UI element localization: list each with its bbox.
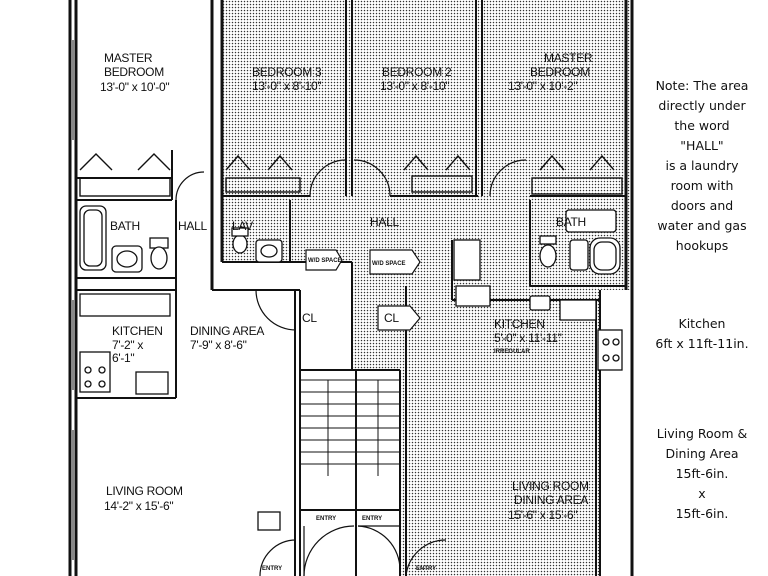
living-note-line: Dining Area [665,446,739,461]
living-left-name: LIVING ROOM [106,484,183,498]
entry-label-4: ENTRY [416,566,436,572]
kitchen-left-size-1: 7'-2" x [112,338,143,352]
kitchen-right-name: KITCHEN [494,317,545,331]
living-right-size: 15'-6" x 15'-6" [508,508,577,522]
living-right-name-1: LIVING ROOM [512,479,589,493]
master-right-size: 13'-0" x 10'-2" [508,79,577,93]
kitchen-right-note: IRREGULAR [494,349,530,355]
kitchen-note-line: 6ft x 11ft-11in. [655,336,749,351]
notes-panel: Note: The area directly under the word "… [636,0,768,576]
laundry-note-line: directly under [658,98,746,113]
entry-label-1: ENTRY [316,516,336,522]
living-note-line: 15ft-6in. [675,466,729,481]
laundry-note-line: "HALL" [680,138,724,153]
master-left-name-2: BEDROOM [104,65,164,79]
living-note: Living Room & Dining Area 15ft-6in. x 15… [636,424,768,524]
closet-right-label: CL [384,311,399,325]
closet-shelves [79,153,623,197]
living-note-line: Living Room & [656,426,748,441]
bath-left-label: BATH [110,219,140,233]
bedroom2-size: 13'-0" x 8'-10" [380,79,449,93]
master-right-name-2: BEDROOM [530,65,590,79]
kitchen-left-size-2: 6'-1" [112,351,134,365]
laundry-note-line: is a laundry [665,158,739,173]
wd-space-right-label: W/D SPACE [372,261,406,267]
hall-center-label: HALL [370,215,399,229]
living-right-name-2: DINING AREA [514,493,588,507]
hall-left-label: HALL [178,219,207,233]
master-right-name-1: MASTER [544,51,593,65]
bath-right-label: BATH [556,215,586,229]
entry-label-3: ENTRY [262,566,282,572]
kitchen-note-line: Kitchen [678,316,726,331]
living-note-line: x [698,486,706,501]
room-labels: MASTER BEDROOM 13'-0" x 10'-0" BEDROOM 3… [100,51,593,572]
laundry-note-line: water and gas [657,218,747,233]
bedroom3-name: BEDROOM 3 [252,65,322,79]
living-left-size: 14'-2" x 15'-6" [104,499,173,513]
master-left-size: 13'-0" x 10'-0" [100,80,169,94]
laundry-note-line: Note: The area [655,78,749,93]
wd-space-label: W/D SPACE [308,258,342,264]
laundry-note-line: the word [674,118,730,133]
bedroom2-name: BEDROOM 2 [382,65,452,79]
shaded-unit-area [222,0,632,576]
kitchen-fixtures [79,239,623,531]
kitchen-right-size: 5'-0" x 11'-11" [494,331,562,345]
dining-left-name: DINING AREA [190,324,264,338]
kitchen-note: Kitchen 6ft x 11ft-11in. [636,314,768,354]
laundry-note: Note: The area directly under the word "… [636,76,768,256]
bath-fixtures [79,205,621,275]
laundry-note-line: room with [670,178,734,193]
laundry-note-line: doors and [670,198,734,213]
stairs [300,379,400,476]
wd-arrows [305,249,421,331]
master-left-name-1: MASTER [104,51,153,65]
dining-left-size: 7'-9" x 8'-6" [190,338,247,352]
kitchen-left-name: KITCHEN [112,324,163,338]
closet-label: CL [302,311,317,325]
bedroom3-size: 13'-0" x 8'-10" [252,79,321,93]
lav-label: LAV [232,219,253,233]
living-note-line: 15ft-6in. [675,506,729,521]
door-swings [175,159,527,576]
laundry-note-line: hookups [675,238,729,253]
entry-label-2: ENTRY [362,516,382,522]
